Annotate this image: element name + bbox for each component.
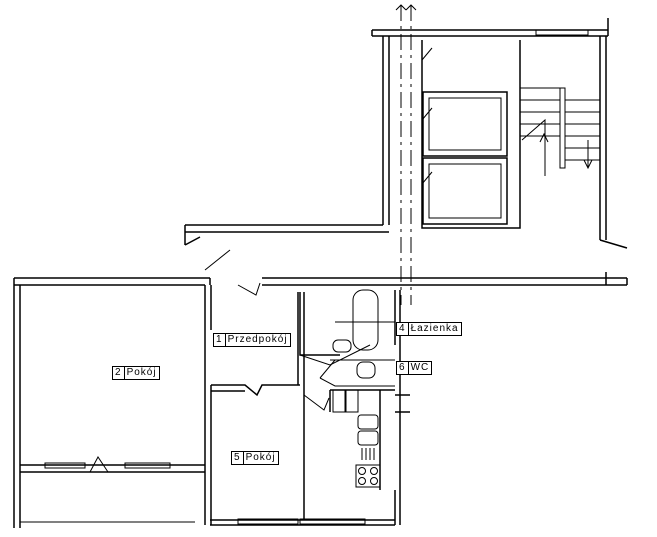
room-number: 6 [397,362,409,374]
corridor-walls [14,224,628,296]
room-name: Łazienka [410,323,459,334]
room-number: 1 [214,334,226,346]
room-name: Przedpokój [227,334,288,345]
bathtub [352,289,379,351]
shaft-dashed-lines [395,4,417,305]
label-leaders [335,321,395,361]
room-number: 5 [232,452,244,464]
room-name: Pokój [245,452,276,463]
apartment-walls [13,278,410,528]
washbasin [332,339,352,353]
room-number: 2 [113,367,125,379]
toilet [356,361,376,379]
stairs [520,87,600,176]
room-number: 4 [397,323,409,335]
room-name: WC [410,362,430,373]
staircase-block-walls [371,18,609,240]
fixtures [332,289,381,488]
room-name: Pokój [126,367,157,378]
